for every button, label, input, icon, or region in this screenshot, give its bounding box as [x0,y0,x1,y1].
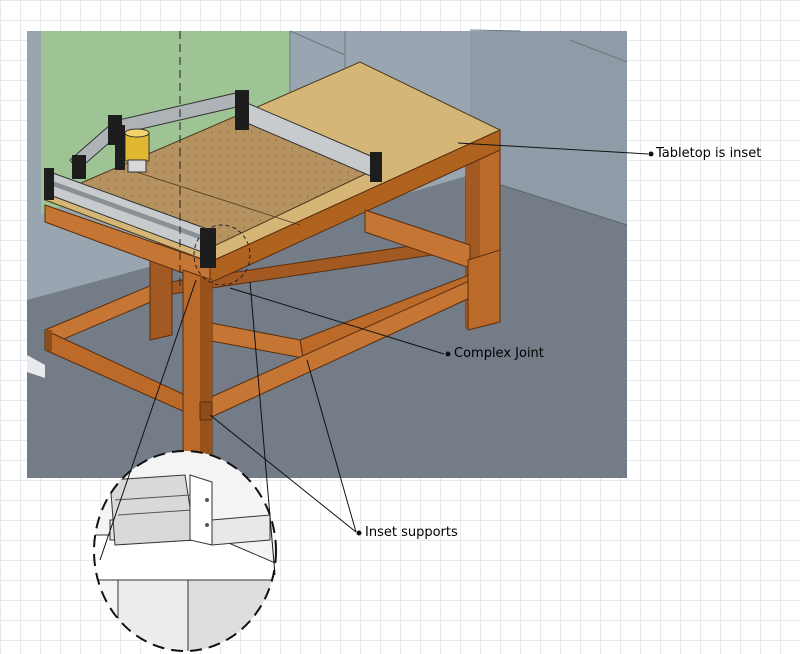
callout-inset-supports: Inset supports [365,525,458,540]
callout-complex-joint: Complex Joint [454,346,544,361]
joint-detail-zoom [93,450,277,652]
callout-dot-icon [356,530,362,536]
leg-front-right [467,249,501,331]
end-plate [200,228,216,268]
right-wall [470,31,627,225]
callout-dot-icon [445,351,451,357]
apron-right [209,129,501,284]
callout-dot-icon [648,151,654,157]
scene-3d [27,29,628,478]
callout-tabletop-inset: Tabletop is inset [656,146,762,161]
leader-lines [99,142,649,576]
router-spindle-icon [115,125,150,173]
